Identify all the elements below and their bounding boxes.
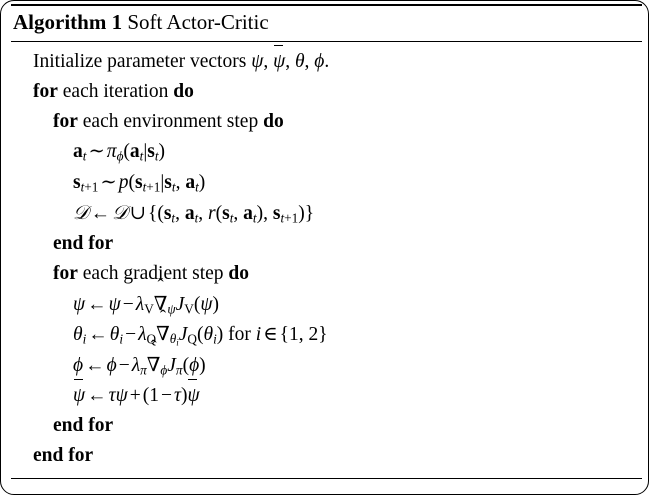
algorithm-top-rule	[11, 4, 642, 6]
line-initialize: Initialize parameter vectors ψ, ψ, θ, ϕ.	[11, 45, 642, 77]
line-update-psi: ψ←ψ−λV∇ψJV(ψ)	[11, 290, 642, 320]
algorithm-body: Initialize parameter vectors ψ, ψ, θ, ϕ.…	[11, 42, 642, 479]
symbol-psi-bar: ψ	[268, 45, 285, 72]
comma-2: ,	[285, 50, 291, 72]
line-for-each-iteration: for each iteration do	[11, 77, 642, 107]
keyword-for: for	[33, 81, 58, 103]
symbol-psi: ψ	[246, 50, 264, 72]
symbol-theta: θ	[290, 50, 305, 72]
theta-for-word: for	[228, 323, 251, 345]
line-update-phi: ϕ←ϕ−λπ∇ϕJπ(ϕ)	[11, 351, 642, 381]
line-sample-next-state: st+1∼p(st+1|st, at)	[11, 168, 642, 198]
for-gradient-step-text: each gradient step	[82, 263, 224, 285]
equation-sample-action: at∼πϕ(at|st)	[73, 141, 166, 164]
keyword-end-for: end for	[53, 414, 114, 436]
line-end-for-gradient-step: end for	[11, 411, 642, 441]
line-update-target-psi: ψ←τψ+(1−τ)ψ	[11, 379, 642, 411]
algorithm-bottom-rule	[11, 478, 642, 480]
for-environment-step-text: each environment step	[82, 111, 259, 133]
keyword-do: do	[263, 111, 284, 133]
period: .	[324, 50, 330, 72]
algorithm-caption: Algorithm 1 Soft Actor-Critic	[11, 6, 642, 41]
equation-sample-next-state: st+1∼p(st+1|st, at)	[73, 171, 206, 195]
algorithm-caption-rule	[11, 40, 642, 42]
algorithm-title-label: Soft Actor-Critic	[127, 10, 269, 34]
index-i: i	[255, 323, 262, 345]
comma-3: ,	[304, 50, 310, 72]
for-iteration-text: each iteration	[62, 81, 169, 103]
line-update-theta: θi←θi−λQ∇θiJQ(θi) for i∈{1, 2}	[11, 320, 642, 351]
keyword-end-for: end for	[53, 233, 114, 255]
index-set: {1, 2}	[279, 323, 328, 345]
equation-update-phi: ϕ←ϕ−λπ∇ϕJπ(ϕ)	[73, 355, 206, 377]
line-for-each-gradient-step: for each gradient step do	[11, 259, 642, 289]
keyword-for: for	[53, 111, 78, 133]
line-for-each-environment-step: for each environment step do	[11, 107, 642, 137]
keyword-for: for	[53, 263, 78, 285]
equation-replay-buffer-update: 𝒟←𝒟∪{(st, at, r(st, at), st+1)}	[73, 200, 315, 226]
keyword-do: do	[173, 81, 194, 103]
equation-update-psi: ψ←ψ−λV∇ψJV(ψ)	[73, 294, 219, 316]
line-end-for-iteration: end for	[11, 441, 642, 471]
keyword-end-for: end for	[33, 445, 94, 467]
algorithm-number-label: Algorithm 1	[13, 10, 123, 34]
comma-1: ,	[263, 50, 269, 72]
keyword-do: do	[228, 263, 250, 285]
line-end-for-environment-step: end for	[11, 229, 642, 259]
line-replay-buffer-update: 𝒟←𝒟∪{(st, at, r(st, at), st+1)}	[11, 198, 642, 229]
line-sample-action: at∼πϕ(at|st)	[11, 137, 642, 167]
initialize-lead-text: Initialize parameter vectors	[33, 50, 247, 72]
symbol-phi: ϕ	[309, 50, 325, 72]
equation-update-target-psi: ψ←τψ+(1−τ)ψ	[73, 379, 200, 406]
algorithm-block: Algorithm 1 Soft Actor-Critic Initialize…	[11, 4, 642, 480]
